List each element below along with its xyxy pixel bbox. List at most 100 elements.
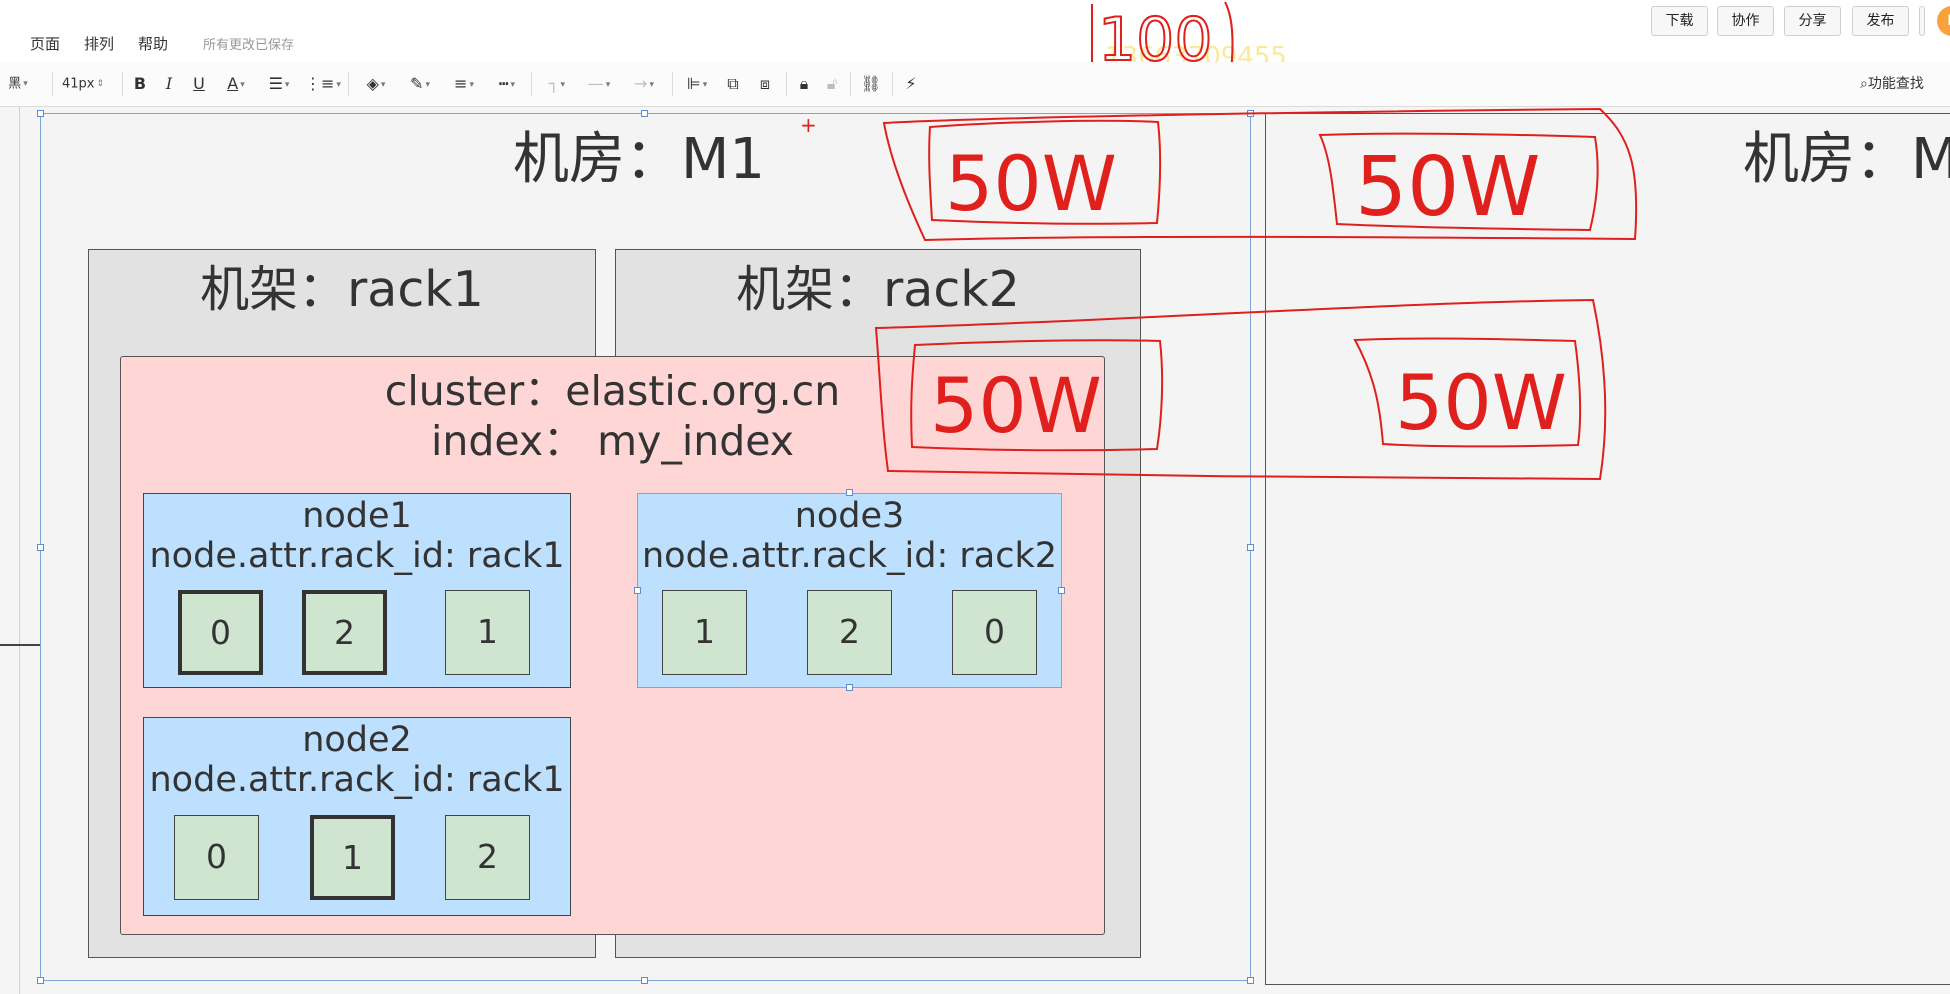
- node-3[interactable]: node3 node.attr.rack_id: rack2 1 2 0: [637, 493, 1062, 688]
- align-left-icon: ☰: [268, 74, 283, 93]
- dashed-line-icon: ┅: [498, 74, 509, 93]
- shard-primary[interactable]: 0: [178, 590, 263, 675]
- font-size-field[interactable]: 41px⇕: [62, 73, 118, 95]
- resize-handle[interactable]: [1247, 977, 1254, 984]
- shard-replica[interactable]: 2: [807, 590, 892, 675]
- align-objects-icon: ⊫: [686, 74, 701, 93]
- menu-arrange[interactable]: 排列: [84, 35, 115, 53]
- pen-icon: ✎: [410, 74, 424, 93]
- add-point-icon: +: [800, 113, 817, 137]
- paint-bucket-icon: ◈: [366, 74, 379, 93]
- node-2[interactable]: node2 node.attr.rack_id: rack1 0 1 2: [143, 717, 571, 916]
- line-type-button[interactable]: —▾: [580, 72, 618, 96]
- divider: [122, 72, 123, 96]
- list-button[interactable]: ⋮≡▾: [305, 72, 341, 96]
- magic-wand-icon: ⚡: [905, 74, 917, 93]
- shard-replica[interactable]: 1: [662, 590, 747, 675]
- collaborate-button[interactable]: 协作: [1717, 6, 1774, 36]
- align-objects-button[interactable]: ⊫▾: [682, 72, 712, 96]
- chevron-down-icon: ▾: [240, 79, 245, 90]
- shard-replica[interactable]: 0: [952, 590, 1037, 675]
- connector-style-button[interactable]: ┐▾: [540, 72, 574, 96]
- bring-front-button[interactable]: ⧉: [722, 72, 744, 96]
- resize-handle[interactable]: [1247, 110, 1254, 117]
- chevron-down-icon: ▾: [425, 79, 430, 90]
- unlock-button[interactable]: 🔓︎: [822, 72, 842, 96]
- format-toolbar: 黑▾ 41px⇕ B I U A▾ ☰▾ ⋮≡▾ ◈▾ ✎▾ ≡▾ ┅▾ ┐▾ …: [0, 62, 1950, 107]
- resize-handle[interactable]: [634, 587, 641, 594]
- line-width-button[interactable]: ≡▾: [446, 72, 482, 96]
- fill-color-button[interactable]: ◈▾: [358, 72, 394, 96]
- chevron-down-icon: ▾: [649, 79, 654, 90]
- chevron-down-icon: ▾: [469, 79, 474, 90]
- align-button[interactable]: ☰▾: [262, 72, 296, 96]
- canvas-edge: [19, 107, 20, 994]
- cluster-name: cluster：elastic.org.cn: [384, 367, 841, 415]
- chevron-down-icon: ▾: [560, 79, 566, 90]
- list-icon: ⋮≡: [305, 74, 335, 93]
- feature-search[interactable]: ⌕功能查找: [1860, 73, 1924, 93]
- node-2-attr: node.attr.rack_id: rack1: [149, 760, 565, 800]
- link-icon: ⛓: [860, 74, 882, 93]
- send-back-icon: ⧈: [759, 74, 771, 93]
- line-color-button[interactable]: ✎▾: [402, 72, 438, 96]
- menu-help[interactable]: 帮助: [138, 35, 169, 53]
- shard-primary[interactable]: 2: [302, 590, 387, 675]
- search-icon: ⌕: [1860, 76, 1868, 92]
- node-1-name: node1: [302, 496, 412, 536]
- font-color-button[interactable]: A▾: [219, 72, 253, 96]
- shard-replica[interactable]: 0: [174, 815, 259, 900]
- resize-handle[interactable]: [1058, 587, 1065, 594]
- lock-button[interactable]: 🔒︎: [794, 72, 814, 96]
- send-back-button[interactable]: ⧈: [754, 72, 776, 96]
- resize-handle[interactable]: [37, 977, 44, 984]
- chevron-down-icon: ▾: [510, 79, 516, 90]
- underline-button[interactable]: U: [193, 74, 205, 93]
- rack-2-title: 机架：rack2: [736, 261, 1020, 318]
- more-button[interactable]: [1919, 6, 1925, 36]
- download-button[interactable]: 下载: [1651, 6, 1708, 36]
- resize-handle[interactable]: [1247, 544, 1254, 551]
- divider: [348, 72, 349, 96]
- resize-handle[interactable]: [37, 110, 44, 117]
- divider: [786, 72, 787, 96]
- resize-handle[interactable]: [846, 489, 853, 496]
- line-icon: —: [587, 74, 604, 93]
- line-style-button[interactable]: ┅▾: [489, 72, 525, 96]
- resize-handle[interactable]: [846, 684, 853, 691]
- room-m1-title: 机房：M1: [513, 127, 765, 192]
- font-color-icon: A: [227, 74, 239, 93]
- link-button[interactable]: ⛓: [860, 72, 882, 96]
- node-2-name: node2: [302, 720, 412, 760]
- shard-replica[interactable]: 2: [445, 815, 530, 900]
- node-1-attr: node.attr.rack_id: rack1: [149, 536, 565, 576]
- resize-handle[interactable]: [641, 110, 648, 117]
- divider: [52, 72, 53, 96]
- elbow-connector-icon: ┐: [548, 74, 559, 93]
- room-m2[interactable]: 机房：M: [1265, 113, 1950, 985]
- save-status: 所有更改已保存: [203, 38, 295, 53]
- node-3-attr: node.attr.rack_id: rack2: [642, 536, 1057, 576]
- resize-handle[interactable]: [641, 977, 648, 984]
- shard-primary[interactable]: 1: [310, 815, 395, 900]
- italic-button[interactable]: I: [165, 74, 173, 93]
- font-size-value: 41px: [62, 76, 95, 92]
- divider: [850, 72, 851, 96]
- font-family-select[interactable]: 黑▾: [0, 72, 36, 96]
- bring-front-icon: ⧉: [727, 74, 739, 93]
- node-1[interactable]: node1 node.attr.rack_id: rack1 0 2 1: [143, 493, 571, 688]
- avatar[interactable]: E: [1937, 6, 1950, 36]
- divider: [531, 72, 532, 96]
- arrow-style-button[interactable]: →▾: [624, 72, 664, 96]
- shard-replica[interactable]: 1: [445, 590, 530, 675]
- bold-button[interactable]: B: [133, 74, 147, 93]
- chevron-down-icon: ▾: [380, 79, 386, 90]
- drawing-canvas[interactable]: 机房：M1 机房：M 机架：rack1 机架：rack2 cluster：ela…: [0, 107, 1950, 994]
- menu-page[interactable]: 页面: [30, 35, 61, 53]
- publish-button[interactable]: 发布: [1852, 6, 1909, 36]
- share-button[interactable]: 分享: [1784, 6, 1841, 36]
- resize-handle[interactable]: [37, 544, 44, 551]
- chevron-down-icon: ▾: [284, 79, 290, 90]
- chevron-down-icon: ▾: [336, 79, 341, 90]
- magic-button[interactable]: ⚡: [900, 72, 922, 96]
